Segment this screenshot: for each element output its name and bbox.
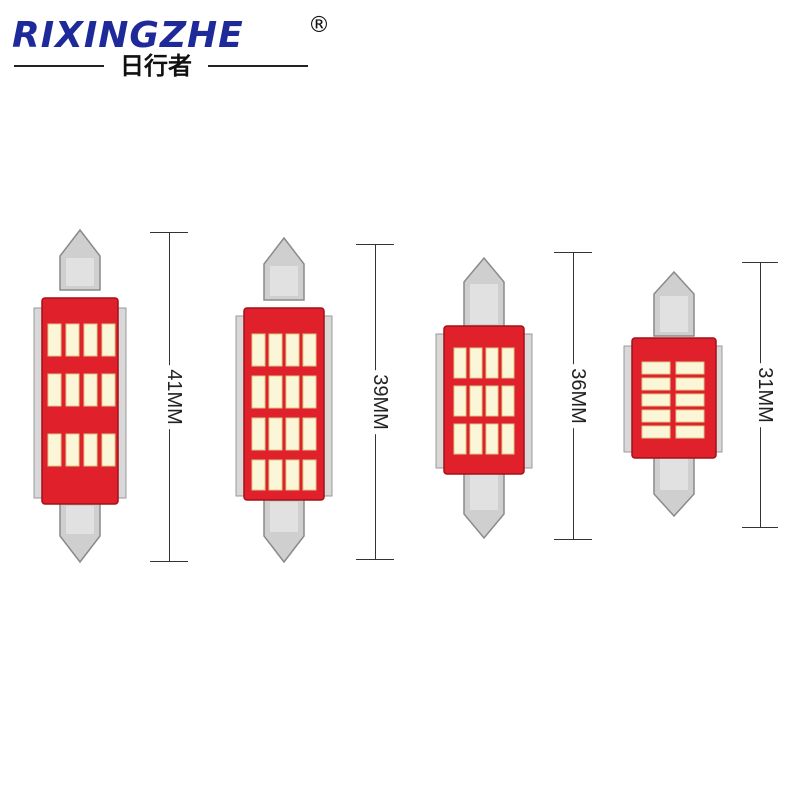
- registered-mark: ®: [308, 13, 330, 38]
- brand-logo: RIXINGZHE ® 日行者: [12, 10, 332, 81]
- bulb-illustration: [235, 236, 333, 564]
- led-array: [453, 347, 515, 455]
- brand-divider-left: [14, 65, 104, 67]
- brand-subtitle: 日行者: [120, 52, 192, 80]
- led-array: [47, 323, 116, 467]
- bulb-illustration: [33, 228, 127, 564]
- bulb-illustration: [623, 270, 723, 518]
- size-label: 31MM: [753, 363, 776, 427]
- size-label: 39MM: [368, 370, 391, 434]
- dimension-36mm: 36MM: [544, 252, 604, 540]
- size-label: 36MM: [566, 364, 589, 428]
- size-label: 41MM: [162, 365, 185, 429]
- festoon-bulb-41mm: [30, 228, 130, 564]
- led-array: [641, 361, 705, 439]
- dimension-41mm: 41MM: [140, 232, 200, 562]
- dimension-39mm: 39MM: [346, 244, 406, 560]
- brand-name: RIXINGZHE: [12, 15, 244, 56]
- led-array: [251, 333, 317, 491]
- bulb-illustration: [435, 256, 533, 540]
- brand-divider-right: [208, 65, 308, 67]
- dimension-31mm: 31MM: [736, 262, 796, 528]
- festoon-bulb-39mm: [234, 236, 334, 564]
- festoon-bulb-31mm: [620, 270, 723, 518]
- festoon-bulb-36mm: [434, 256, 534, 540]
